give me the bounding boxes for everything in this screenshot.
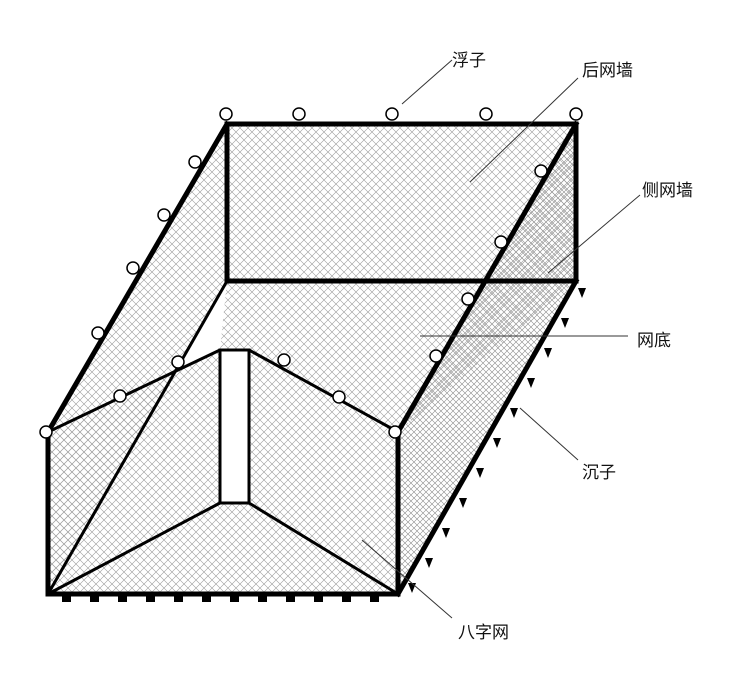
label-side-wall: 侧网墙 xyxy=(642,181,693,201)
leader-lines xyxy=(361,59,641,619)
label-net-bottom: 网底 xyxy=(637,331,671,351)
sinker xyxy=(342,596,351,602)
label-back-wall: 后网墙 xyxy=(582,61,633,81)
float xyxy=(388,425,402,439)
float xyxy=(277,353,291,367)
sinker xyxy=(578,288,586,298)
float xyxy=(91,326,105,340)
float xyxy=(113,389,127,403)
float xyxy=(219,107,233,121)
frame-edges xyxy=(44,120,580,598)
float xyxy=(171,355,185,369)
sinker xyxy=(425,558,433,568)
float xyxy=(188,155,202,169)
float xyxy=(39,425,53,439)
sinker xyxy=(202,596,211,602)
v-net-floor xyxy=(48,503,398,594)
sinker xyxy=(476,468,484,478)
float xyxy=(461,292,475,306)
sinker xyxy=(62,596,71,602)
float xyxy=(332,390,346,404)
float xyxy=(385,107,399,121)
leader-back-wall xyxy=(469,77,579,183)
float xyxy=(126,261,140,275)
v-net-left-wing xyxy=(48,350,220,594)
float xyxy=(157,208,171,222)
leader-float xyxy=(401,59,453,105)
inner-edges xyxy=(46,280,399,596)
float xyxy=(494,235,508,249)
sinker xyxy=(258,596,267,602)
sinker xyxy=(408,583,416,593)
sinker xyxy=(510,408,518,418)
sinker xyxy=(118,596,127,602)
sinkers xyxy=(62,288,586,602)
sinker xyxy=(544,348,552,358)
sinker xyxy=(493,438,501,448)
sinker xyxy=(286,596,295,602)
float xyxy=(429,349,443,363)
sinker xyxy=(459,498,467,508)
sinker xyxy=(561,318,569,328)
label-v-net: 八字网 xyxy=(458,623,509,643)
v-net-right-wing xyxy=(249,350,398,594)
sinker xyxy=(527,378,535,388)
back-wall-panel xyxy=(227,124,576,281)
floats xyxy=(39,107,583,439)
float xyxy=(479,107,493,121)
right-side-wall-panel xyxy=(398,124,576,594)
sinker xyxy=(314,596,323,602)
net-bottom-panel xyxy=(220,281,576,432)
label-sinker: 沉子 xyxy=(582,463,616,483)
sinker xyxy=(442,528,450,538)
float xyxy=(292,107,306,121)
sinker xyxy=(370,596,379,602)
leader-sinker xyxy=(519,407,579,461)
float xyxy=(569,107,583,121)
leader-side-wall xyxy=(547,194,641,274)
sinker xyxy=(146,596,155,602)
sinker xyxy=(230,596,239,602)
sinker xyxy=(90,596,99,602)
sinker xyxy=(174,596,183,602)
v-net-opening xyxy=(218,348,251,505)
leader-v-net xyxy=(361,539,453,619)
label-float: 浮子 xyxy=(452,51,486,71)
float xyxy=(534,164,548,178)
